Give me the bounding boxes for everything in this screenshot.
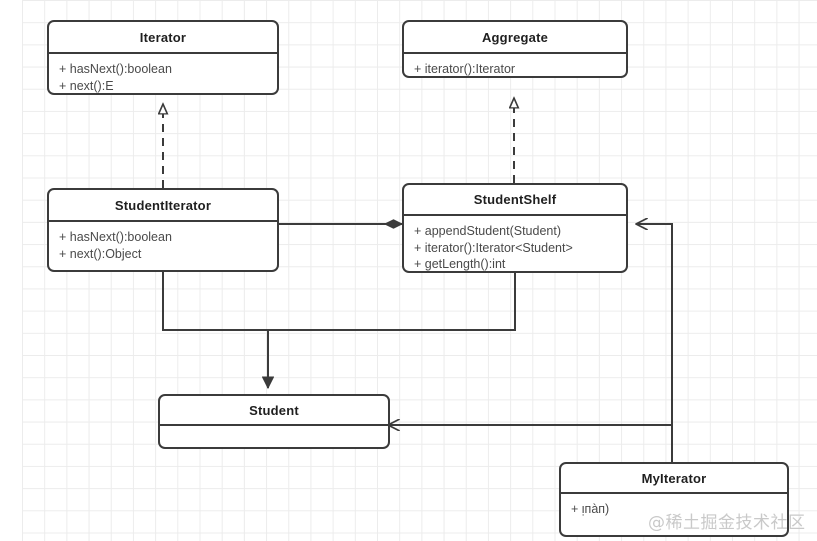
member-item: + appendStudent(Student) (414, 224, 561, 238)
member-item: + hasNext():boolean (59, 230, 172, 244)
class-box-my-iterator[interactable]: MyIterator + ᴉᴨàᴨ) (559, 462, 789, 537)
class-title-iterator: Iterator (49, 22, 277, 54)
class-box-aggregate[interactable]: Aggregate + iterator():Iterator (402, 20, 628, 78)
class-box-iterator[interactable]: Iterator + hasNext():boolean + next():E (47, 20, 279, 95)
member-item: + iterator():Iterator (414, 62, 516, 76)
class-members-student-shelf: + appendStudent(Student) + iterator():It… (404, 216, 626, 271)
edge-studentshelf-to-student (268, 272, 516, 388)
class-title-student-iterator: StudentIterator (49, 190, 277, 222)
class-members-student-iterator: + hasNext():boolean + next():Object (49, 222, 277, 268)
edge-studentiterator-down-stub (162, 272, 268, 331)
member-item: + getLength():int (414, 257, 506, 271)
grid-left-margin (0, 0, 22, 541)
edge-myiterator-to-studentshelf (636, 224, 673, 466)
class-box-student[interactable]: Student (158, 394, 390, 449)
class-title-student-shelf: StudentShelf (404, 185, 626, 216)
class-members-aggregate: + iterator():Iterator (404, 54, 626, 76)
member-item: + iterator():Iterator<Student> (414, 240, 573, 255)
class-members-iterator: + hasNext():boolean + next():E (49, 54, 277, 93)
member-item: + next():E (59, 78, 114, 93)
class-box-student-shelf[interactable]: StudentShelf + appendStudent(Student) + … (402, 183, 628, 273)
member-item: + next():Object (59, 246, 142, 261)
class-title-student: Student (160, 396, 388, 426)
class-title-aggregate: Aggregate (404, 22, 626, 54)
class-members-my-iterator: + ᴉᴨàᴨ) (561, 494, 787, 524)
class-box-student-iterator[interactable]: StudentIterator + hasNext():boolean + ne… (47, 188, 279, 272)
member-item: + hasNext():boolean (59, 62, 172, 76)
member-item: + ᴉᴨàᴨ) (571, 502, 610, 516)
class-title-my-iterator: MyIterator (561, 464, 787, 494)
